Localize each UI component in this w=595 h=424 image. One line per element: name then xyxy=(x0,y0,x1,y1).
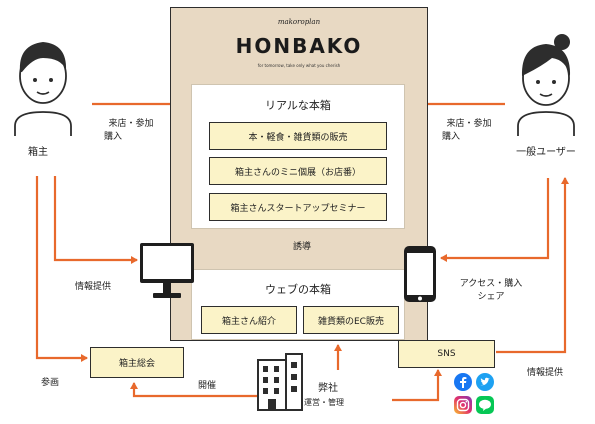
arrow-user-to-phone xyxy=(440,178,550,262)
arrow-company-to-meeting xyxy=(130,382,260,398)
twitter-icon xyxy=(476,373,494,391)
instagram-icon xyxy=(454,396,472,414)
web-store-title: ウェブの本箱 xyxy=(265,283,331,296)
arrow-sns-to-user xyxy=(496,177,569,354)
honbako-logo: HONBAKO xyxy=(235,34,363,58)
real-store-item: 箱主さんスタートアップセミナー xyxy=(209,193,387,221)
access-line2: シェア xyxy=(477,292,505,302)
host-label: 開催 xyxy=(198,381,217,391)
info-provide-user-label: 情報提供 xyxy=(527,368,564,378)
owners-meeting-box: 箱主総会 xyxy=(90,347,184,378)
user-label: 一般ユーザー xyxy=(516,147,576,158)
access-label: アクセス・購入 シェア xyxy=(449,278,533,304)
script-logo: makoroplan xyxy=(277,18,321,26)
user-visit-label: 来店・参加 購入 xyxy=(438,118,500,144)
participate-label: 参画 xyxy=(41,378,60,388)
arrow-owner-to-monitor xyxy=(53,176,138,264)
arrow-owner-to-meeting xyxy=(35,176,88,362)
owner-label: 箱主 xyxy=(28,147,48,158)
access-line1: アクセス・購入 xyxy=(459,279,523,289)
facebook-icon xyxy=(454,373,472,391)
guide-label: 誘導 xyxy=(292,242,311,252)
real-store-item: 本・軽食・雑貨類の販売 xyxy=(209,122,387,150)
person-icon xyxy=(14,42,72,136)
monitor-icon xyxy=(140,243,194,298)
company-label: 弊社 xyxy=(318,383,338,394)
owner-visit-line2: 購入 xyxy=(104,132,123,142)
line-icon xyxy=(476,396,494,414)
tagline: for tomorrow, take only what you cherish xyxy=(257,63,341,68)
real-store-item: 箱主さんのミニ個展（お店番） xyxy=(209,157,387,185)
sns-box: SNS xyxy=(398,340,495,368)
smartphone-icon xyxy=(404,246,436,302)
person-icon xyxy=(517,34,575,136)
company-role-label: 運営・管理 xyxy=(304,398,344,407)
web-store-item: 箱主さん紹介 xyxy=(201,306,297,334)
owner-visit-label: 来店・参加 購入 xyxy=(100,118,162,144)
arrow-company-to-sns xyxy=(392,369,442,402)
user-visit-line1: 来店・参加 xyxy=(446,119,492,129)
building-icon xyxy=(257,353,303,411)
owner-visit-line1: 来店・参加 xyxy=(108,119,154,129)
info-provide-owner-label: 情報提供 xyxy=(75,282,112,292)
web-store-item: 雑貨類のEC販売 xyxy=(303,306,399,334)
real-store-title: リアルな本箱 xyxy=(265,99,331,112)
user-visit-line2: 購入 xyxy=(442,132,461,142)
